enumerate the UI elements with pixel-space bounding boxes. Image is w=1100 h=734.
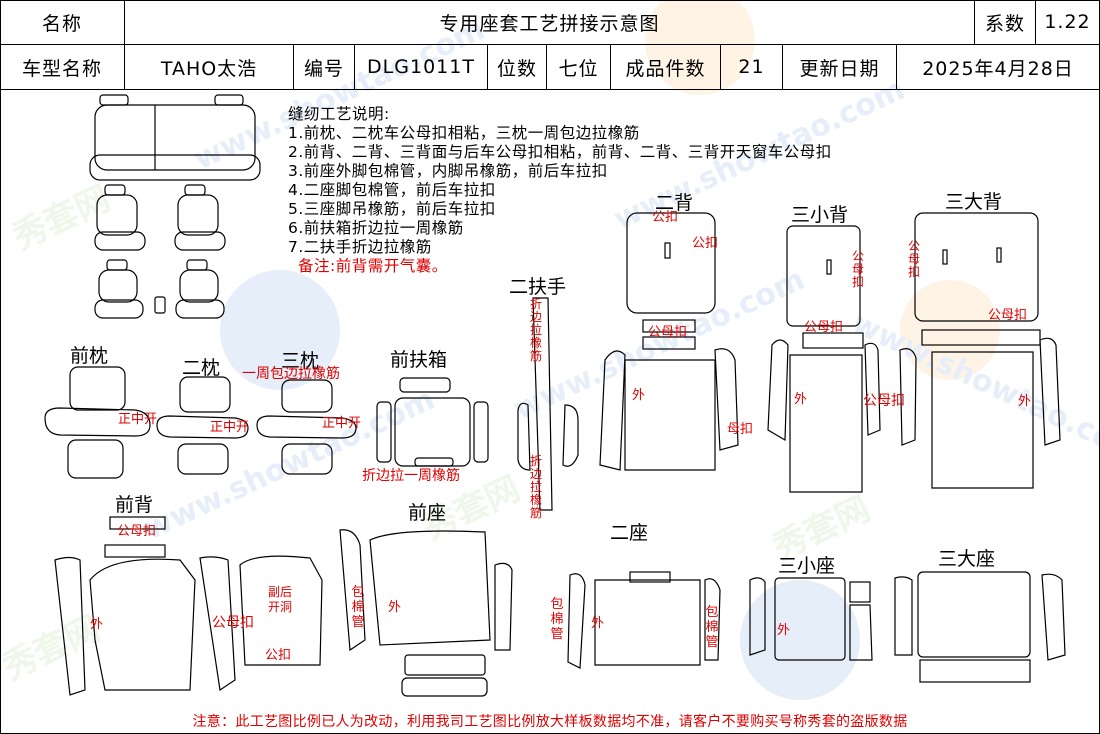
second-headrest-open-note: 正中开 [210,420,250,435]
header-table: 名称 专用座套工艺拼接示意图 系数 1.22 车型名称 TAHO太浩 编号 DL… [0,0,1100,90]
seat-overview [89,94,261,319]
sewing-notes: 缝纫工艺说明: 1.前枕、二枕车公母扣相粘，三枕一周包边拉橡筋 2.前背、二背、… [288,105,832,276]
third-headrest-band-note: 一周包边拉橡筋 [242,366,340,382]
console-fold-note: 折边拉一周橡筋 [362,468,460,484]
third-backs-snap-pair: 公母扣 [863,393,905,409]
third-small-back-snap-pair: 公母扣 [804,320,844,335]
front-back-outer: 外 [90,617,104,632]
front-seat-pattern [339,529,513,697]
second-seat-pattern [567,571,721,669]
date-value: 2025年4月28日 [897,45,1099,90]
third-headrest-title: 三枕 [281,350,320,372]
date-label: 更新日期 [783,45,897,90]
front-seat-title: 前座 [408,502,447,524]
front-back-pattern [54,516,323,696]
armrest-fold-note-bottom: 折边拉橡筋 [529,454,542,520]
seats-label: 位数 [488,45,547,90]
front-seat-cotton-tube: 包棉管 [351,585,365,630]
notes-title: 缝纫工艺说明: [288,105,390,123]
armrest-fold-note-top: 折边拉橡筋 [529,297,542,363]
model-value: TAHO太浩 [125,45,294,90]
second-back-male-snap-2: 公扣 [692,236,719,251]
third-small-seat-title: 三小座 [778,555,836,577]
third-headrest-open-note: 正中开 [322,416,362,431]
third-large-back-pattern [899,212,1061,489]
front-back-male-snap: 公扣 [265,648,292,663]
front-headrest-pattern [44,366,151,479]
front-back-title: 前背 [115,494,154,516]
note-item: 3.前座外脚包棉管，内脚吊橡筋，前后车拉扣 [288,162,608,180]
second-back-male-snap: 公扣 [652,210,679,225]
front-seat-outer: 外 [388,600,402,615]
note-item: 2.前背、二背、三背面与后车公母扣相粘，前背、二背、三背开天窗车公母扣 [288,143,832,161]
note-item: 5.三座脚吊橡筋，前后车拉扣 [288,200,496,218]
third-large-back-title: 三大背 [945,191,1003,213]
code-label: 编号 [294,45,355,90]
third-large-seat-title: 三大座 [938,548,996,570]
front-headrest-open-note: 正中开 [118,412,158,427]
third-large-back-outer: 外 [1018,394,1032,409]
third-large-back-snap-pair: 公母扣 [988,308,1028,323]
third-small-seat-pattern [749,577,873,661]
second-armrest-pattern [517,297,579,511]
front-console-title: 前扶箱 [390,349,448,371]
second-back-outer: 外 [632,388,646,403]
second-back-pattern [599,212,739,471]
third-headrest-pattern [256,379,357,475]
second-back-snap-pair: 公母扣 [648,325,688,340]
drawing-title: 专用座套工艺拼接示意图 [125,0,975,45]
airbag-opening-note: 副后开洞 [268,585,293,614]
second-back-female-snap: 母扣 [727,422,754,437]
third-small-back-snap: 公母扣 [851,249,864,289]
third-small-back-pattern [767,225,881,493]
third-large-back-snap: 公母扣 [907,239,920,279]
remark: 备注:前背需开气囊。 [298,257,448,275]
pieces-value: 21 [721,45,783,90]
note-item: 1.前枕、二枕车公母扣相粘，三枕一周包边拉橡筋 [288,124,640,142]
second-headrest-pattern [156,376,249,475]
note-item: 7.二扶手折边拉橡筋 [288,238,432,256]
pieces-label: 成品件数 [611,45,721,90]
seats-value: 七位 [547,45,611,90]
second-seat-title: 二座 [610,522,649,544]
coef-label: 系数 [975,0,1036,45]
second-seat-cotton-tube-right: 包棉管 [705,605,719,650]
third-small-back-outer: 外 [794,392,808,407]
third-small-back-title: 三小背 [791,204,849,226]
front-console-pattern [376,377,489,467]
front-back-snap-pair-2: 公母扣 [212,615,254,631]
model-label: 车型名称 [0,45,125,90]
third-small-seat-outer: 外 [777,623,791,638]
second-seat-outer: 外 [591,616,605,631]
second-back-title: 二背 [655,192,694,214]
coef-value: 1.22 [1036,0,1099,45]
front-headrest-title: 前枕 [70,345,109,367]
third-large-seat-pattern [894,571,1066,683]
second-seat-cotton-tube-left: 包棉管 [550,597,564,642]
second-armrest-title: 二扶手 [509,276,567,298]
front-back-snap-pair: 公母扣 [117,524,157,539]
name-label: 名称 [0,0,125,45]
note-item: 4.二座脚包棉管，前后车拉扣 [288,181,496,199]
note-item: 6.前扶箱折边拉一周橡筋 [288,219,464,237]
second-headrest-title: 二枕 [182,357,221,379]
footer-warning: 注意：此工艺图比例已人为改动，利用我司工艺图比例放大样板数据均不准，请客户不要购… [192,714,908,730]
code-value: DLG1011T [355,45,488,90]
